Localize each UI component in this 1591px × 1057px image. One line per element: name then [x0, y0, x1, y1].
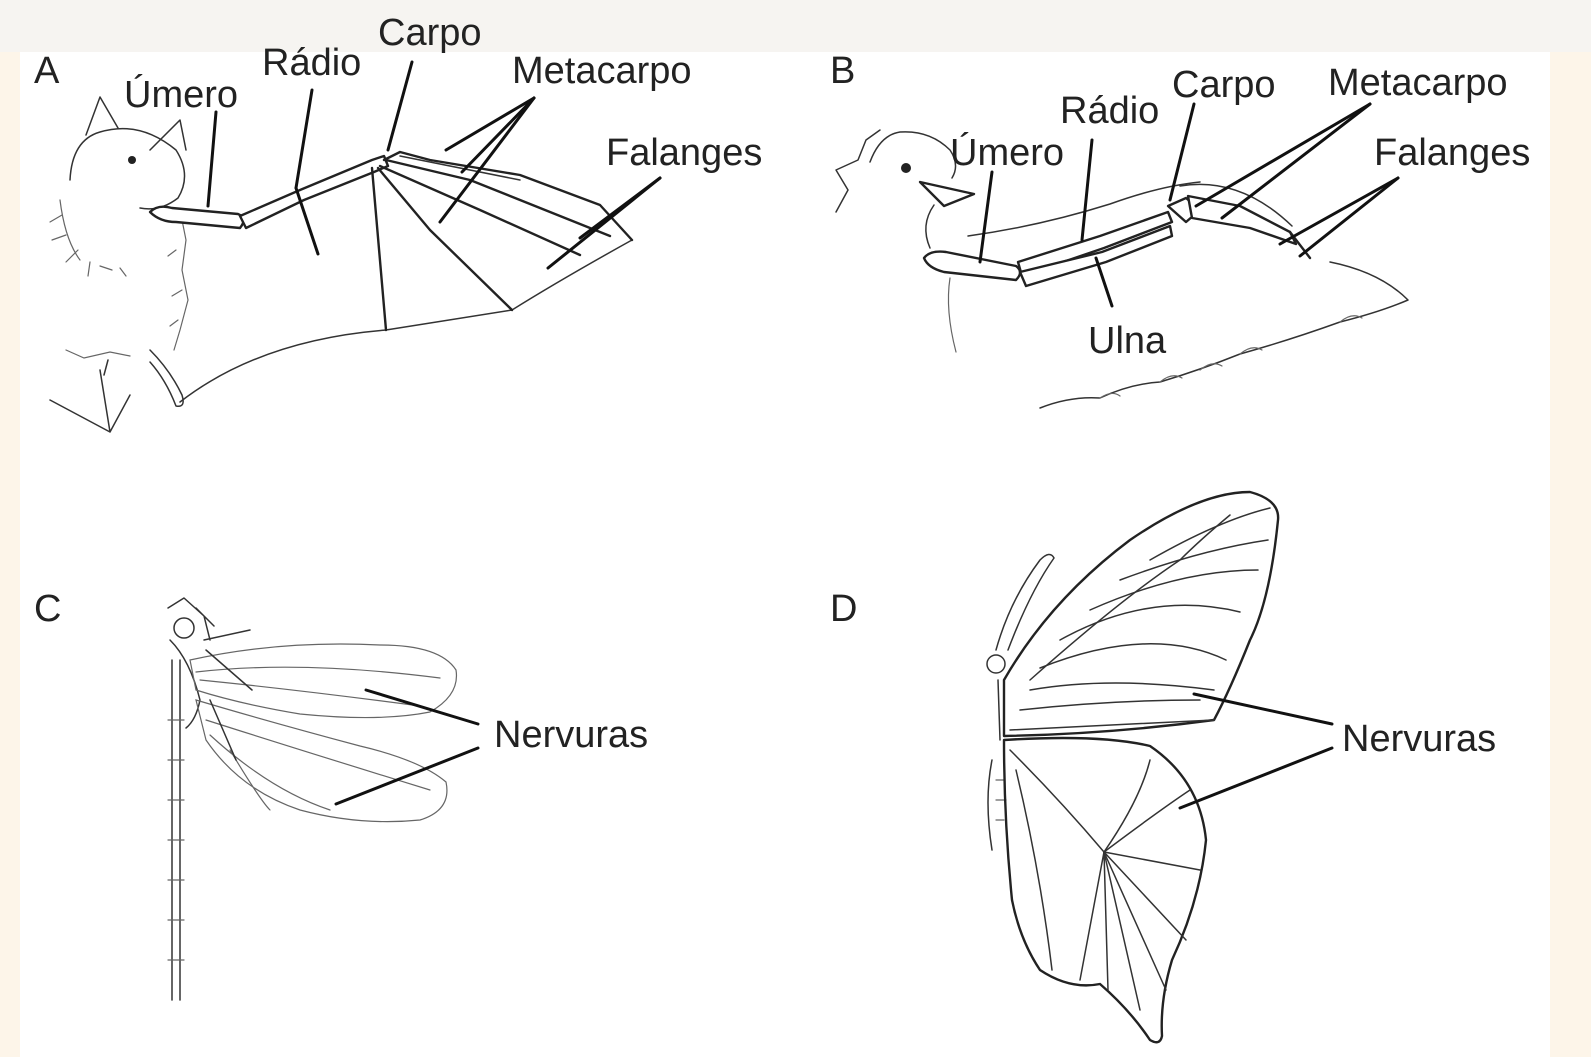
leader-c-vein-2 [336, 748, 478, 804]
bat-drawing [50, 97, 632, 432]
label-a-metacarpus: Metacarpo [512, 52, 692, 90]
leader-a-carpus [388, 62, 412, 150]
label-a-phalanges: Falanges [606, 134, 762, 172]
panel-c-leaders [336, 690, 478, 804]
label-a-carpus: Carpo [378, 14, 482, 52]
label-d-veins: Nervuras [1342, 720, 1496, 758]
leader-a-radius [296, 90, 312, 188]
panel-letter-d: D [830, 590, 857, 628]
bat-eye [128, 156, 136, 164]
bird-drawing [836, 130, 1408, 408]
label-b-radius: Rádio [1060, 92, 1159, 130]
panel-letter-c: C [34, 590, 61, 628]
leader-b-radius [1082, 140, 1092, 240]
leader-b-ulna [1096, 258, 1112, 306]
panel-a-leaders [208, 62, 660, 268]
leader-b-metacarpus [1196, 104, 1370, 206]
leader-d-vein-2 [1180, 748, 1332, 808]
bird-beak [920, 182, 974, 206]
bird-eye [901, 163, 911, 173]
leader-a-humerus [208, 112, 216, 206]
panel-d-leaders [1180, 694, 1332, 808]
label-b-carpus: Carpo [1172, 66, 1276, 104]
panel-letter-a: A [34, 52, 59, 90]
label-c-veins: Nervuras [494, 716, 648, 754]
butterfly-drawing [987, 492, 1278, 1042]
label-b-metacarpus: Metacarpo [1328, 64, 1508, 102]
label-b-humerus: Úmero [950, 134, 1064, 172]
dragonfly-drawing [168, 598, 456, 1000]
label-a-humerus: Úmero [124, 76, 238, 114]
label-b-phalanges: Falanges [1374, 134, 1530, 172]
label-b-ulna: Ulna [1088, 322, 1166, 360]
label-a-radius: Rádio [262, 44, 361, 82]
leader-c-vein-1 [366, 690, 478, 724]
leader-b-humerus [980, 172, 992, 262]
panel-letter-b: B [830, 52, 855, 90]
leader-b-phalanges [1280, 178, 1398, 244]
